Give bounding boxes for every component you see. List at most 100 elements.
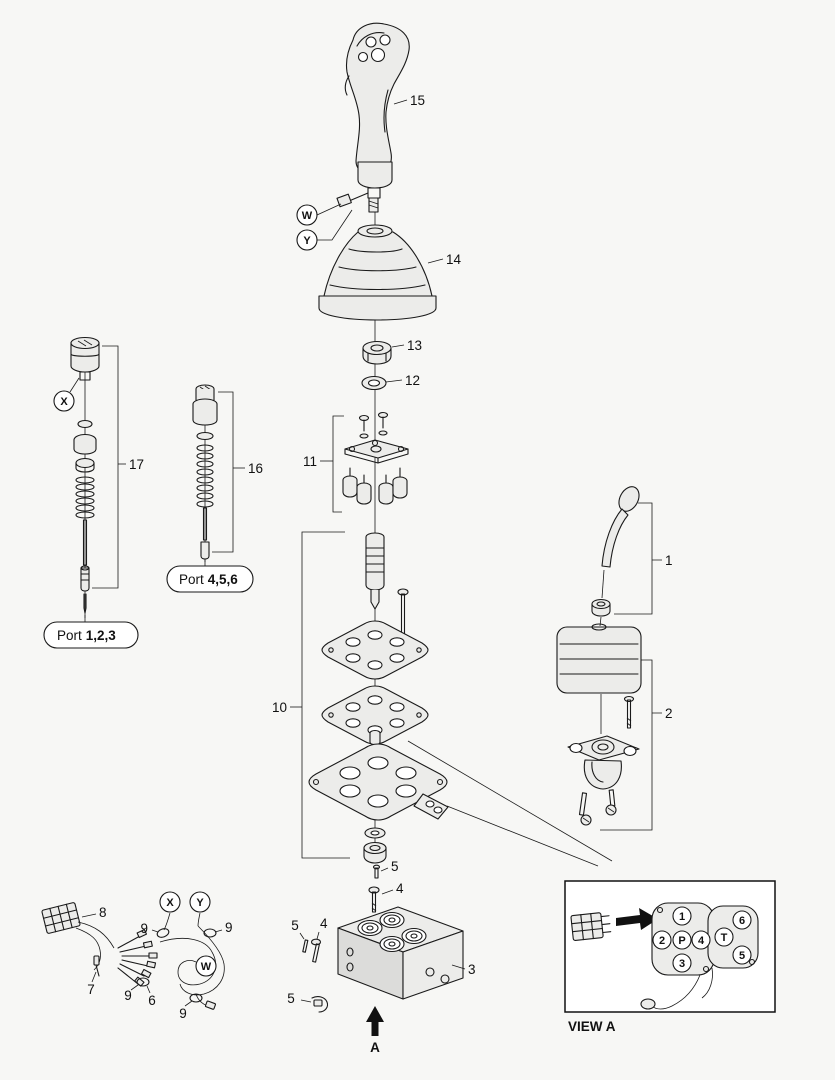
clamp-ring: [156, 928, 170, 938]
x-marker-circle: [53, 390, 75, 412]
section-arrow-label: A: [370, 1040, 380, 1055]
axis-marker-x-harness: X: [159, 891, 181, 913]
callout-label-4: 4: [320, 916, 328, 931]
port-numbers: 1,2,3: [86, 628, 117, 643]
callout-label-13: 13: [407, 338, 422, 353]
projection-lines: [407, 740, 613, 867]
callout-label-14: 14: [446, 252, 462, 267]
mounting-nut: [362, 340, 392, 365]
callout-label-9: 9: [179, 1006, 187, 1021]
port-circle-p: P: [672, 930, 692, 950]
callout-3: 3: [451, 962, 476, 977]
spool-assembly-16: [192, 384, 234, 562]
grip-button: [357, 51, 369, 63]
grip-button: [365, 36, 377, 48]
port-label-123: Port 1,2,3: [43, 615, 139, 649]
base-nut: [363, 841, 387, 864]
callout-5-top: 5: [380, 859, 399, 874]
spring: [196, 444, 214, 508]
port-number: 1: [679, 911, 685, 923]
callout-15: 15: [393, 93, 425, 108]
y-marker-label: Y: [196, 897, 204, 909]
port-number: 5: [739, 950, 745, 962]
spring: [75, 476, 95, 519]
port-circle-2: 2: [652, 930, 672, 950]
valve-bore: [357, 919, 383, 937]
clip-bottom: [311, 996, 329, 1013]
w-marker-label: W: [302, 210, 313, 222]
swivel-bracket: [567, 694, 640, 826]
valve-bore: [379, 911, 405, 929]
callout-label-4: 4: [396, 881, 404, 896]
single-terminal: [93, 955, 100, 977]
port-circle-6: 6: [732, 910, 752, 930]
callout-16: 16: [233, 461, 263, 476]
callout-label-6: 6: [148, 993, 156, 1008]
spool-assembly-17: [70, 336, 119, 618]
valve-plate-stack: [301, 531, 449, 864]
callout-label-9: 9: [124, 988, 132, 1003]
callout-label-15: 15: [410, 93, 425, 108]
callout-10: 10: [272, 700, 302, 715]
callout-13: 13: [391, 338, 422, 353]
callout-label-9: 9: [140, 921, 148, 936]
callout-label-2: 2: [665, 706, 673, 721]
callout-14: 14: [427, 252, 462, 267]
callout-9-d: 9: [179, 1000, 193, 1021]
valve-bore: [379, 935, 405, 953]
port-circle-3: 3: [672, 953, 692, 973]
port-prefix: Port: [57, 628, 82, 643]
view-a-title: VIEW A: [568, 1019, 616, 1034]
mounting-bolt: [623, 695, 635, 729]
y-marker-circle: [189, 891, 211, 913]
clamp-ring: [203, 928, 217, 938]
push-rod: [356, 474, 372, 505]
push-rod: [342, 467, 358, 498]
callout-label-1: 1: [665, 553, 673, 568]
port-number: T: [721, 932, 728, 944]
terminal-fan: [117, 929, 158, 987]
harness-connector: [41, 902, 81, 934]
spacer-plate-upper: [321, 620, 429, 680]
callout-5-bottom: 5: [287, 991, 312, 1006]
selector-lever: [591, 486, 640, 627]
callout-label-12: 12: [405, 373, 420, 388]
callout-17: 17: [118, 457, 144, 472]
callout-label-10: 10: [272, 700, 287, 715]
callout-8: 8: [81, 905, 107, 920]
pin-left: [302, 939, 309, 953]
callout-label-17: 17: [129, 457, 144, 472]
clamp-ring: [136, 977, 150, 987]
y-marker-label: Y: [303, 235, 311, 247]
push-rod: [378, 474, 394, 505]
pointer-arrow: [616, 908, 658, 930]
view-a-connector: [570, 912, 612, 941]
bracket-stud: [578, 792, 592, 826]
callout-6: 6: [146, 985, 156, 1008]
callout-9-c: 9: [124, 984, 139, 1003]
push-rod: [392, 467, 408, 499]
port-label-box: [166, 565, 254, 593]
valve-block: [337, 906, 464, 1000]
axis-marker-x-spool: X: [53, 377, 80, 412]
spacer-plate-lower: [321, 685, 429, 745]
port-circle-5: 5: [732, 945, 752, 965]
port-prefix: Port: [179, 572, 204, 587]
callout-7: 7: [87, 971, 97, 997]
callout-label-3: 3: [468, 962, 476, 977]
axis-marker-y-harness: Y: [189, 891, 211, 913]
callout-4-left: 4: [316, 916, 328, 940]
axis-marker-w-harness: W: [195, 955, 217, 977]
clamp-ring: [189, 993, 203, 1003]
port-number: 6: [739, 915, 745, 927]
base-plate: [308, 743, 449, 821]
axis-marker-w-top: W: [296, 203, 342, 226]
port-number: 2: [659, 935, 665, 947]
callout-2: 2: [600, 659, 673, 831]
callout-label-9: 9: [225, 920, 233, 935]
port-circle-1: 1: [672, 906, 692, 926]
grip-button: [370, 47, 386, 63]
